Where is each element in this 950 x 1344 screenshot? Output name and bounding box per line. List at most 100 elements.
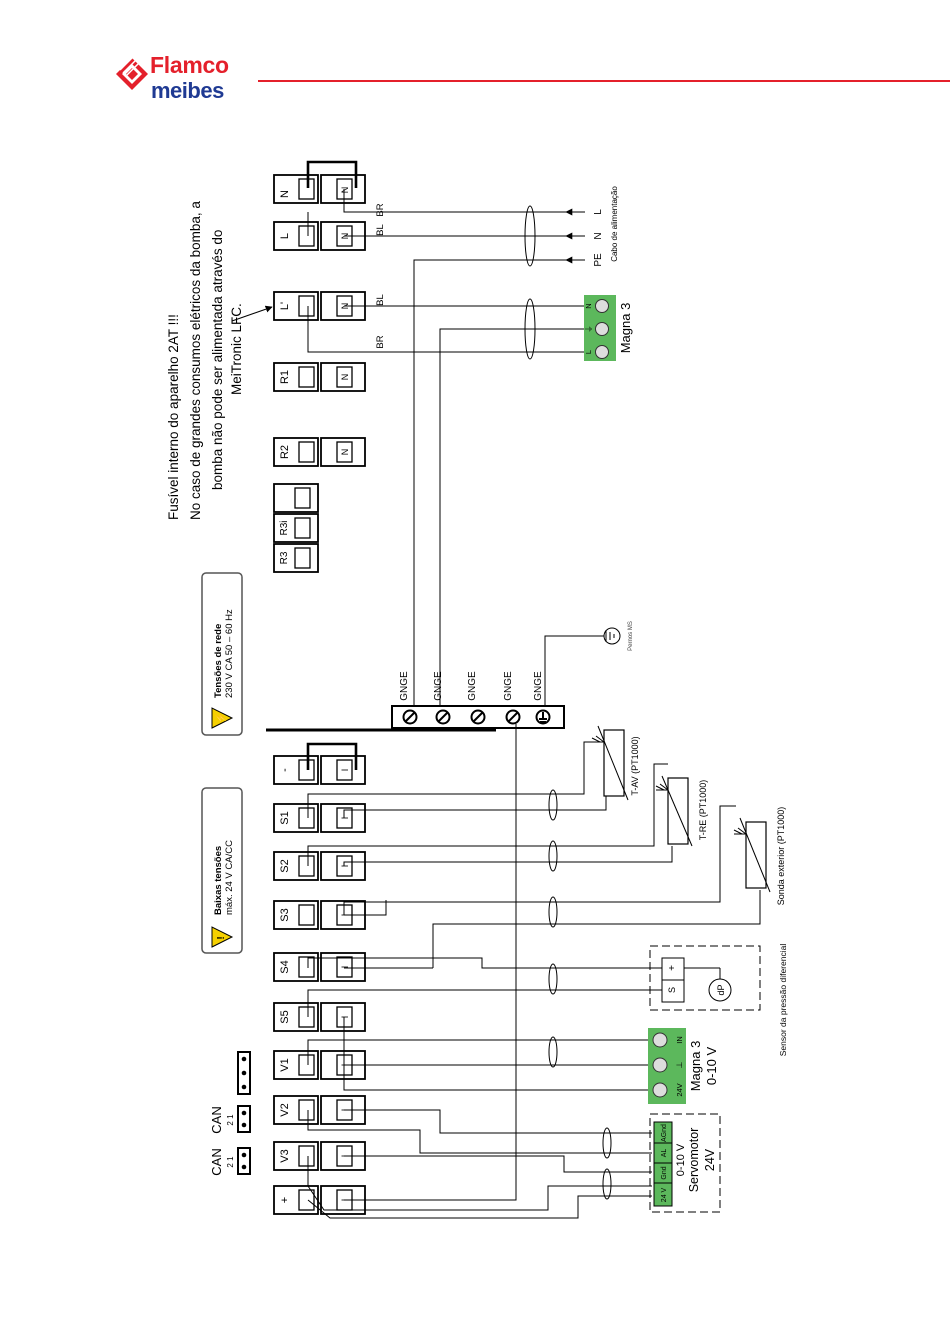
supply-PE: PE	[593, 253, 604, 267]
magna3-top-label: Magna 3	[618, 303, 633, 354]
sensor-tav: T-AV (PT1000)	[591, 725, 640, 801]
supply-caption: Cabo de alimentação	[610, 186, 619, 262]
svg-text:Gnd: Gnd	[661, 1166, 668, 1179]
fuse-note: Fusível interno do aparelho 2AT !!! No c…	[166, 201, 203, 520]
svg-text:GNGE: GNGE	[467, 671, 478, 701]
svg-text:R2: R2	[279, 445, 291, 459]
svg-text:GNGE: GNGE	[533, 671, 544, 701]
mains-warning-text: 230 V CA 50 – 60 Hz	[224, 609, 235, 698]
svg-text:GNGE: GNGE	[503, 671, 514, 701]
dp-sensor-caption: Sensor da pressão diferencial	[778, 944, 788, 1057]
svg-text:!: !	[216, 936, 227, 939]
brand-name-flamco: Flamco	[150, 52, 229, 78]
servo-label-1: 0-10 V	[675, 1143, 687, 1176]
svg-text:S3: S3	[279, 908, 291, 921]
svg-text:L': L'	[279, 302, 291, 310]
magna3-pump-terminal: N ⏚ L Magna 3	[584, 295, 633, 361]
fuse-note-line2: No caso de grandes consumos elétricos da…	[188, 201, 203, 520]
can-connector-2: CAN 2 1	[209, 1105, 251, 1134]
svg-text:N: N	[340, 374, 350, 381]
can-terminator-jumper	[237, 1051, 251, 1095]
wire-label-BR-pump: BR	[375, 335, 386, 348]
svg-text:N: N	[584, 303, 593, 308]
wire-label-BR-top: BR	[375, 203, 386, 216]
fuse-note-line1: Fusível interno do aparelho 2AT !!!	[166, 314, 181, 520]
svg-text:I: I	[340, 769, 350, 772]
svg-text:GNGE: GNGE	[433, 671, 444, 701]
magna3-pump-0-10v-terminal: IN ⊥ 24V Magna 3 0-10 V	[648, 1028, 719, 1104]
svg-text:2 1: 2 1	[226, 1114, 235, 1126]
earth-terminal-bar: GNGE GNGE GNGE GNGE GNGE	[391, 671, 565, 729]
sensor-outdoor-label: Sonda exterior (PT1000)	[776, 807, 786, 906]
terminal-S2: S2 I	[273, 851, 366, 881]
fuse-note-line3: bomba não pode ser alimentada através do	[210, 230, 225, 490]
wire-label-BL-pump: BL	[375, 294, 386, 306]
svg-text:I: I	[340, 1016, 350, 1019]
terminal-S4: S4 I	[273, 952, 366, 982]
supply-L: L	[593, 209, 604, 215]
sensor-tav-label: T-AV (PT1000)	[630, 736, 640, 795]
svg-text:GNGE: GNGE	[399, 671, 410, 701]
svg-text:IN: IN	[675, 1036, 684, 1044]
svg-text:24V: 24V	[675, 1083, 684, 1096]
svg-text:+: +	[667, 965, 678, 971]
svg-text:N: N	[340, 187, 350, 194]
sensor-tre-label: T-RE (PT1000)	[698, 780, 708, 841]
magna3-bottom-label-2: 0-10 V	[704, 1047, 719, 1086]
svg-text:CAN: CAN	[209, 1148, 224, 1175]
low-warning-title: Baixas tensões	[213, 846, 224, 915]
svg-text:V1: V1	[279, 1058, 291, 1071]
terminal-N: N N	[273, 174, 366, 204]
svg-text:S5: S5	[279, 1010, 291, 1023]
svg-text:I: I	[340, 817, 350, 820]
svg-text:AL: AL	[661, 1149, 668, 1158]
fuse-note-line4: MeiTronic LFC.	[229, 303, 244, 395]
svg-text:S1: S1	[279, 811, 291, 824]
wire-label-BL-top: BL	[375, 224, 386, 236]
svg-text:AGnd: AGnd	[661, 1124, 668, 1142]
svg-text:L: L	[584, 350, 593, 354]
svg-text:⊥: ⊥	[675, 1061, 684, 1068]
svg-text:L: L	[279, 233, 291, 239]
ground-icon	[544, 627, 621, 706]
svg-text:R3: R3	[279, 551, 290, 564]
terminal-S3: S3 I	[273, 900, 366, 930]
terminal-S1: S1 I	[273, 803, 366, 833]
servomotor-terminal: AGnd AL Gnd 24 V 0-10 V Servomotor 24V	[649, 1113, 721, 1213]
ground-label: Pernos MS	[628, 621, 634, 651]
svg-text:dP: dP	[716, 984, 726, 995]
svg-text:V3: V3	[279, 1149, 291, 1162]
svg-text:+: +	[279, 1197, 291, 1203]
low-voltage-warning-box: ! Baixas tensões máx. 24 V CA/CC	[201, 787, 243, 954]
flamco-logo-icon	[116, 53, 148, 90]
terminal-S5: S5 I	[273, 1002, 366, 1032]
svg-text:I: I	[340, 966, 350, 969]
mains-wires	[307, 189, 590, 708]
terminal-R3-group: R3i R3	[273, 483, 319, 573]
svg-text:S4: S4	[279, 960, 291, 973]
mains-warning-title: Tensões de rede	[213, 624, 224, 698]
svg-text:24 V: 24 V	[661, 1187, 668, 1202]
brand-name-meibes: meibes	[151, 78, 224, 103]
magna3-bottom-label-1: Magna 3	[688, 1041, 703, 1092]
svg-text:2 1: 2 1	[226, 1156, 235, 1168]
sensor-tre: T-RE (PT1000)	[655, 775, 708, 847]
svg-text:⏚: ⏚	[584, 325, 593, 333]
svg-text:S: S	[667, 987, 677, 993]
terminal-minus: - I	[273, 755, 366, 785]
terminal-R1: R1 N	[273, 362, 366, 392]
differential-pressure-sensor: + S dP Sensor da pressão diferencial	[649, 944, 788, 1057]
supply-N: N	[593, 232, 604, 239]
mains-warning-box: ⚡ Tensões de rede 230 V CA 50 – 60 Hz	[201, 572, 243, 736]
terminal-R2: R2 N	[273, 437, 366, 467]
svg-text:S2: S2	[279, 859, 291, 872]
svg-text:N: N	[340, 449, 350, 456]
svg-text:N: N	[279, 190, 291, 198]
servo-label-3: 24V	[703, 1148, 717, 1171]
can-connector-1: CAN 2 1	[209, 1147, 251, 1176]
svg-text:⚡: ⚡	[214, 712, 227, 724]
svg-text:R3i: R3i	[279, 520, 290, 535]
sensor-outdoor: Sonda exterior (PT1000)	[733, 807, 786, 906]
